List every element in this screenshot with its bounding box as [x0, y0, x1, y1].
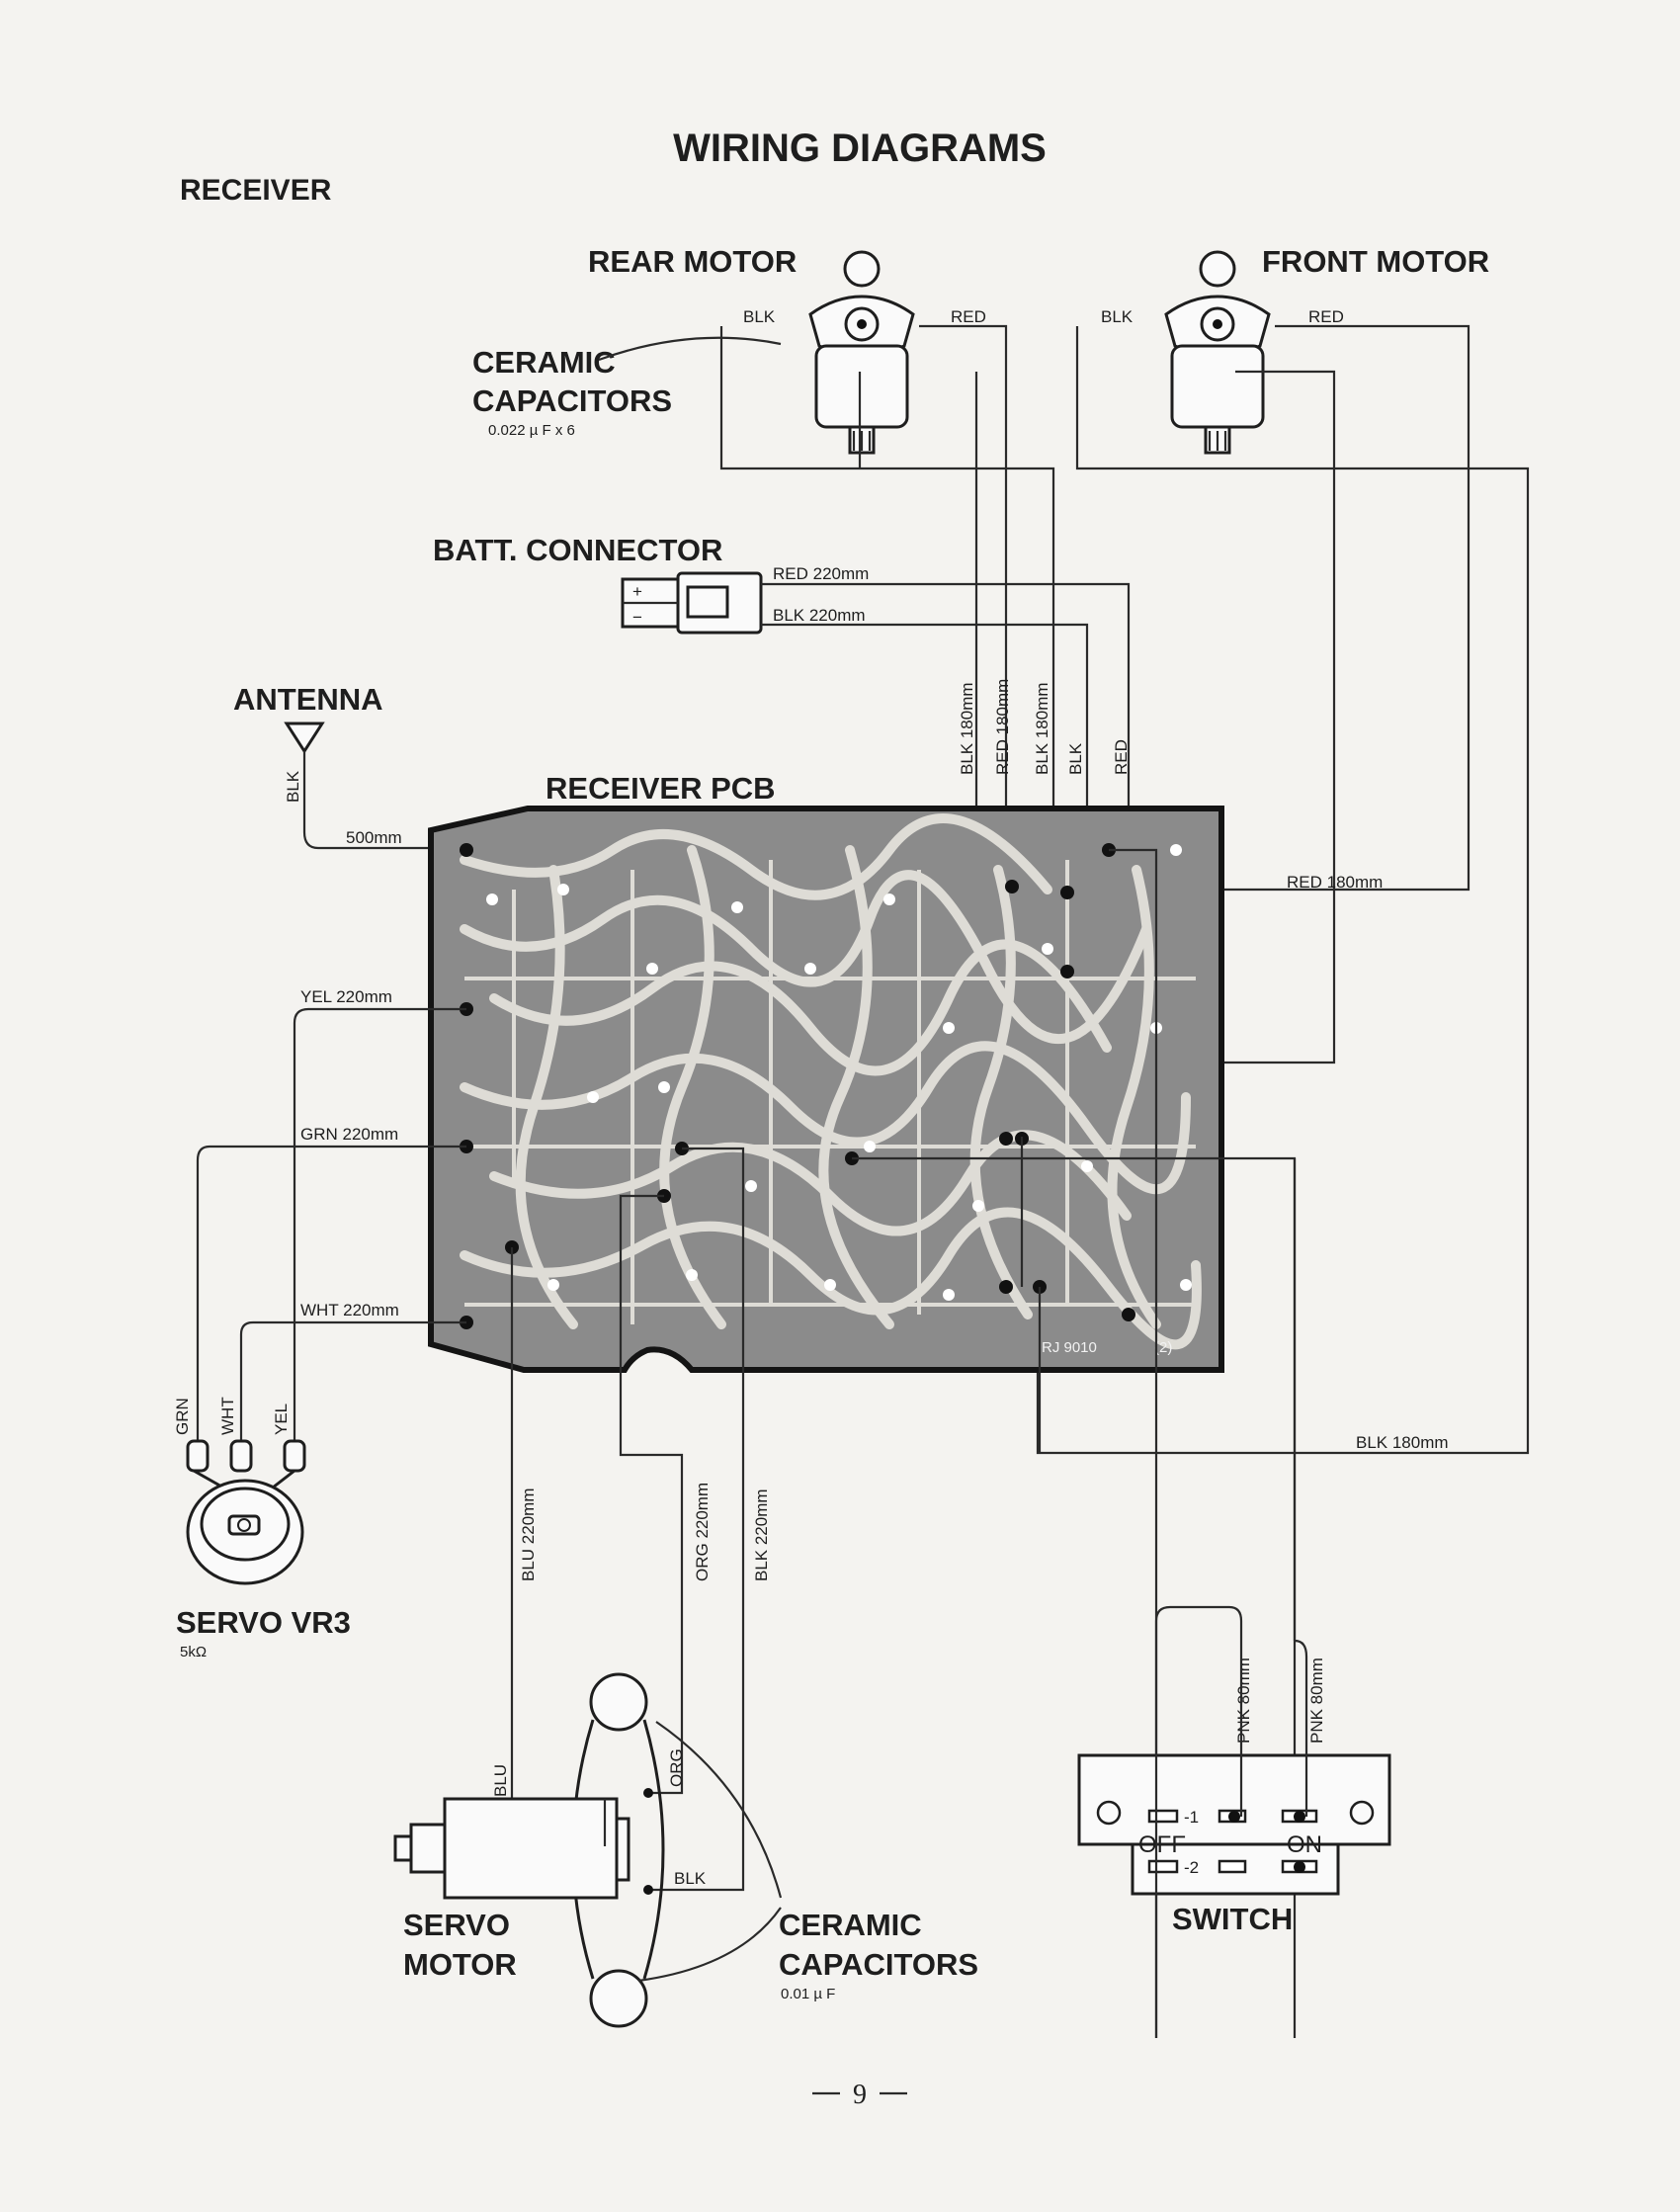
rear-blk-label: BLK [743, 307, 776, 326]
vr-yel: YEL [272, 1404, 291, 1435]
switch-on: ON [1287, 1831, 1322, 1858]
antenna-icon [284, 722, 325, 754]
vr-wht: WHT [218, 1397, 237, 1435]
sm-blu: BLU [491, 1764, 510, 1797]
batt-plus: + [632, 582, 642, 601]
pnk80-label-1: PNK 80mm [1234, 1658, 1253, 1744]
servo-vr3 [186, 1439, 306, 1585]
rear-red-label: RED [951, 307, 986, 326]
v-red180: RED 180mm [993, 679, 1012, 775]
vr-grn: GRN [173, 1398, 192, 1435]
front-red-label: RED [1308, 307, 1344, 326]
grn220-label: GRN 220mm [300, 1125, 398, 1144]
pcb-mark: RJ 9010 [1042, 1339, 1097, 1356]
antenna-length: 500mm [346, 828, 402, 847]
yel220-label: YEL 220mm [300, 987, 392, 1006]
ceramic-capacitors-bottom-label: CERAMIC [779, 1908, 922, 1942]
switch-pos1: -1 [1184, 1808, 1199, 1827]
ceramic-capacitors-top-label: CERAMIC [472, 345, 616, 380]
ceramic-capacitors-top-label-2: CAPACITORS [472, 383, 672, 418]
pnk80-label-2: PNK 80mm [1307, 1658, 1326, 1744]
blk180-bottom-label: BLK 180mm [1356, 1433, 1449, 1452]
servo-motor [393, 1672, 665, 2028]
ceramic-capacitors-top-value: 0.022 µ F x 6 [488, 422, 575, 439]
ceramic-capacitors-bottom-label-2: CAPACITORS [779, 1947, 978, 1982]
blu220-label: BLU 220mm [519, 1489, 538, 1581]
sm-org: ORG [667, 1748, 686, 1787]
wht220-label: WHT 220mm [300, 1301, 399, 1319]
receiver-pcb: RJ 9010 (2) [428, 806, 1224, 1373]
switch-label: SWITCH [1172, 1902, 1293, 1936]
batt-minus: − [632, 608, 642, 627]
v-red: RED [1112, 739, 1131, 775]
page-number: 9 [853, 2080, 867, 2110]
front-blk-label: BLK [1101, 307, 1134, 326]
blk220-label: BLK 220mm [752, 1489, 771, 1581]
red180-right-label: RED 180mm [1287, 873, 1383, 892]
batt-red-label: RED 220mm [773, 564, 869, 583]
switch-off: OFF [1138, 1831, 1186, 1858]
antenna-label: ANTENNA [233, 682, 383, 717]
front-motor [1164, 250, 1271, 455]
switch-pos2: -2 [1184, 1858, 1199, 1877]
ceramic-capacitors-bottom-value: 0.01 µ F [781, 1986, 835, 2002]
v-blk180-2: BLK 180mm [1033, 682, 1051, 775]
page-footer: 9 [812, 2080, 907, 2110]
rear-motor-label: REAR MOTOR [588, 244, 797, 279]
page-title: WIRING DIAGRAMS [673, 127, 1047, 170]
rear-motor [808, 250, 915, 455]
servo-vr3-value: 5kΩ [180, 1644, 207, 1660]
sm-blk: BLK [674, 1869, 707, 1888]
batt-connector-label: BATT. CONNECTOR [433, 533, 722, 567]
v-blk180-1: BLK 180mm [958, 682, 976, 775]
v-blk: BLK [1066, 742, 1085, 775]
battery-connector: + − [621, 571, 763, 635]
section-heading: RECEIVER [180, 174, 332, 207]
servo-motor-label: SERVO [403, 1908, 510, 1942]
antenna-blk: BLK [284, 770, 302, 803]
servo-motor-label-2: MOTOR [403, 1947, 517, 1982]
servo-vr3-label: SERVO VR3 [176, 1605, 351, 1640]
org220-label: ORG 220mm [693, 1483, 712, 1581]
front-motor-label: FRONT MOTOR [1262, 244, 1489, 279]
switch [1077, 1753, 1391, 1896]
receiver-pcb-label: RECEIVER PCB [546, 771, 776, 806]
batt-blk-label: BLK 220mm [773, 606, 866, 625]
pcb-mark-2: (2) [1154, 1339, 1172, 1356]
